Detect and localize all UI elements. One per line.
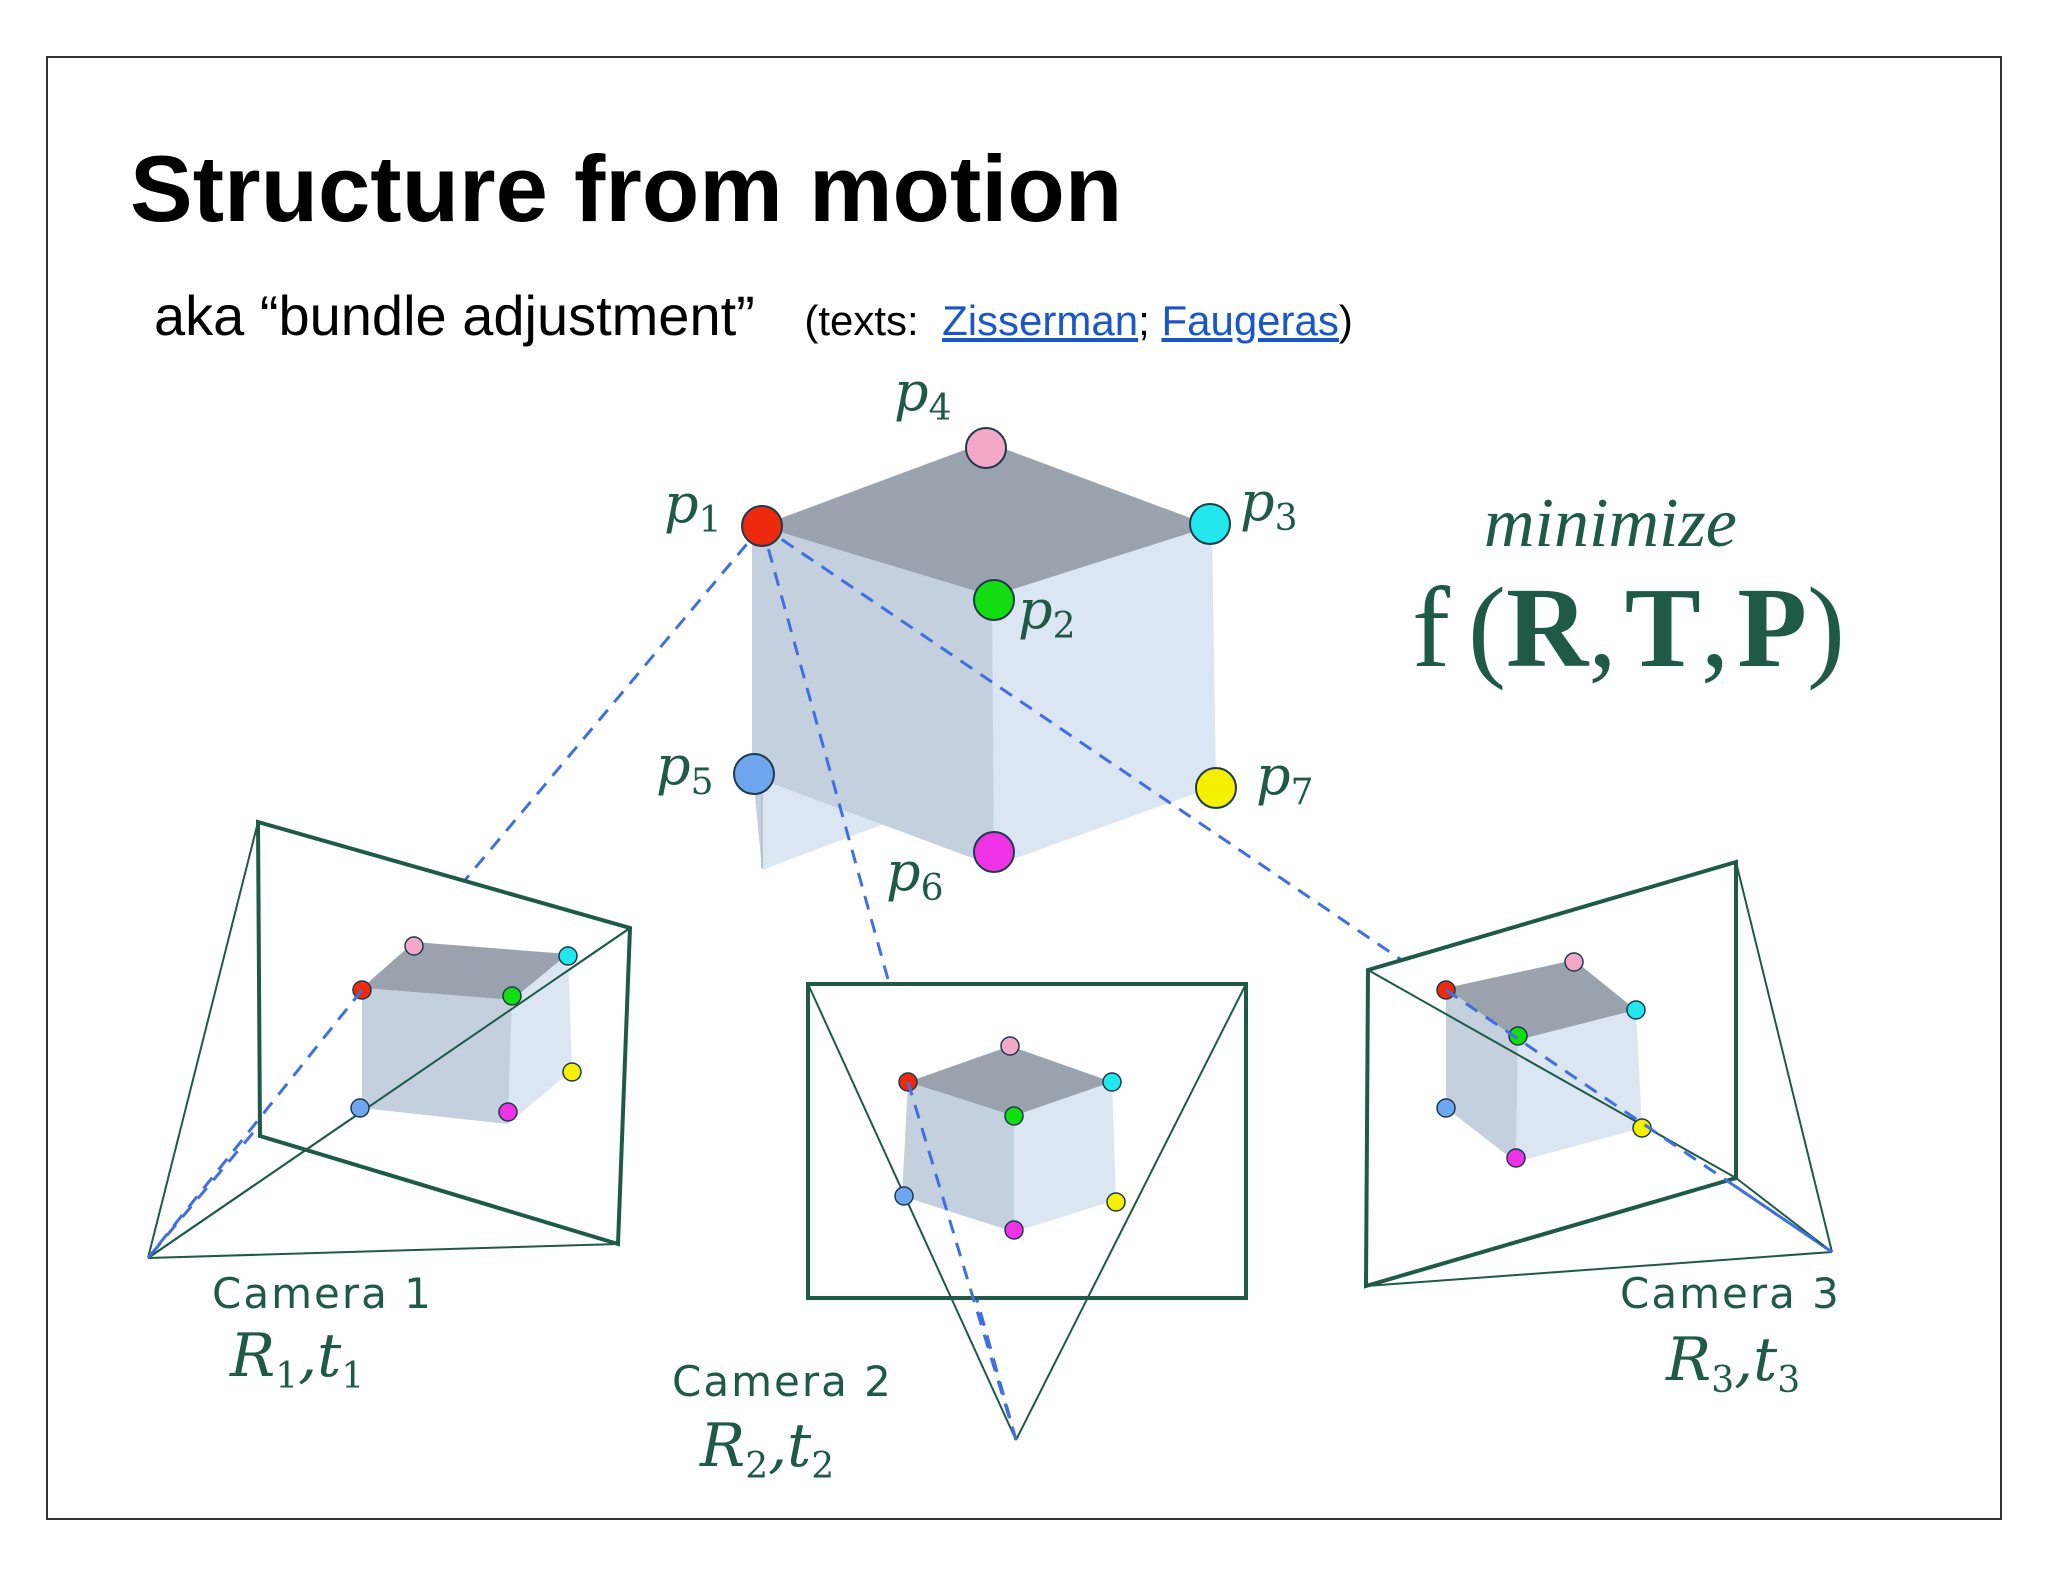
label-p1: p1 xyxy=(664,472,721,541)
camera2-frustum xyxy=(807,983,1247,1441)
label-p4: p4 xyxy=(894,360,951,429)
camera3-params: R3,t3 xyxy=(1665,1325,1800,1401)
point-p1-marker xyxy=(741,505,783,547)
camera1-diag xyxy=(147,927,631,1259)
point-p4-marker xyxy=(965,427,1007,469)
camera1-name: Camera 1 xyxy=(212,1269,433,1318)
main-cube-left-face xyxy=(752,526,994,866)
slide-title: Structure from motion xyxy=(130,136,1123,241)
camera3-cube xyxy=(1446,960,1642,1162)
point-p6-marker xyxy=(973,831,1015,873)
camera1-params: R1,t1 xyxy=(229,1321,364,1397)
camera2-points xyxy=(894,1036,1126,1240)
minimize-label: minimize xyxy=(1484,485,1737,562)
main-points xyxy=(733,427,1237,873)
main-cube-right-face-top xyxy=(992,526,1216,866)
projection-rays-overlay xyxy=(146,988,1833,1441)
camera2: Camera 2 R2,t2 xyxy=(672,982,1248,1487)
label-p3: p3 xyxy=(1240,470,1297,539)
camera1-cube xyxy=(362,942,572,1124)
ray-camera1 xyxy=(146,525,764,1259)
references: (texts: Zisserman; Faugeras) xyxy=(804,297,1353,344)
refs-suffix: ) xyxy=(1338,297,1353,344)
objective-formula: f(R,T,P) xyxy=(1412,564,1845,691)
point-p5-marker xyxy=(733,753,775,795)
camera2-cube xyxy=(902,1046,1116,1232)
zisserman-link[interactable]: Zisserman xyxy=(942,297,1139,344)
subtitle-text: aka “bundle adjustment” xyxy=(154,284,755,347)
camera3-diag xyxy=(1367,969,1737,1179)
main-cube-top-face xyxy=(760,442,1212,596)
label-p5: p5 xyxy=(656,734,713,803)
faugeras-link[interactable]: Faugeras xyxy=(1161,297,1339,344)
point-p7-marker xyxy=(1195,767,1237,809)
point-p2-marker xyxy=(973,579,1015,621)
label-p7: p7 xyxy=(1256,744,1313,813)
camera2-name: Camera 2 xyxy=(672,1357,893,1406)
camera3-name: Camera 3 xyxy=(1620,1269,1841,1318)
refs-prefix: (texts: xyxy=(804,297,919,344)
label-p6: p6 xyxy=(886,840,943,909)
refs-separator: ; xyxy=(1138,297,1150,344)
camera3-frustum xyxy=(1365,861,1833,1287)
projection-rays xyxy=(146,524,1833,1441)
point-p3-marker xyxy=(1189,503,1231,545)
camera1: Camera 1 R1,t1 xyxy=(147,819,633,1397)
camera3: Camera 3 R3,t3 xyxy=(1363,859,1841,1401)
label-p2: p2 xyxy=(1018,578,1075,647)
camera2-params: R2,t2 xyxy=(699,1411,834,1487)
subtitle: aka “bundle adjustment” (texts: Zisserma… xyxy=(154,288,1353,344)
